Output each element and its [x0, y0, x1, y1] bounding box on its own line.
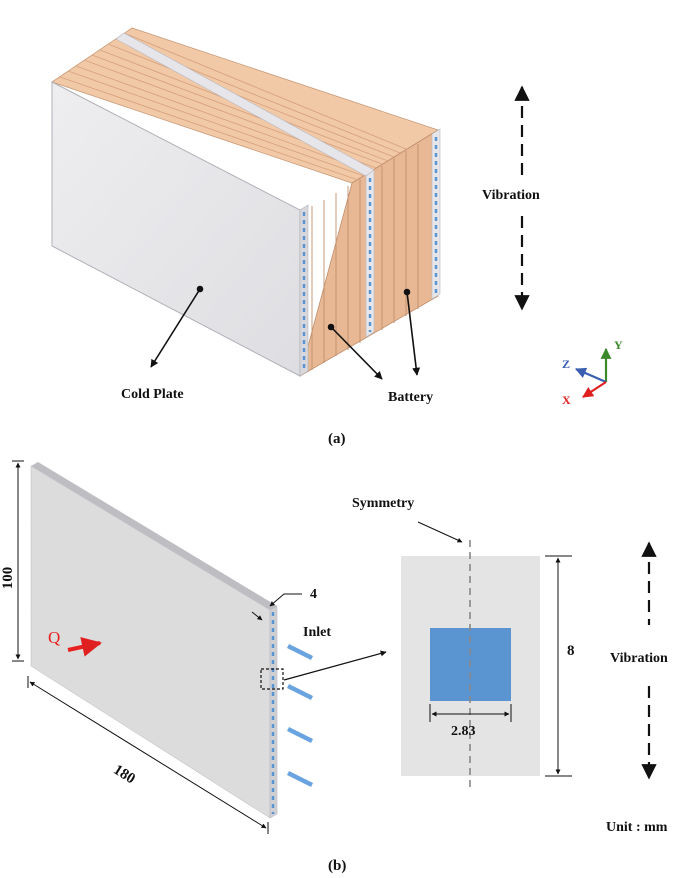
- vibration-label-a: Vibration: [482, 188, 540, 203]
- heat-arrow: [67, 637, 102, 657]
- dimension-height-label: 100: [0, 567, 16, 590]
- plate-top-edge: [31, 462, 277, 610]
- axis-x-label: X: [562, 393, 571, 407]
- inlet-label: Inlet: [303, 625, 331, 640]
- caption-b: (b): [328, 858, 346, 874]
- battery-cell-lines-side: [311, 144, 419, 370]
- panel-a-leaders: [150, 285, 421, 380]
- heat-label: Q: [48, 628, 60, 647]
- coordinate-axes: [574, 347, 612, 398]
- axis-y-label: Y: [614, 338, 623, 352]
- unit-label: Unit : mm: [606, 820, 668, 835]
- detail-box: [260, 668, 284, 690]
- dimension-thickness-label: 4: [310, 587, 317, 602]
- end-cold-plate-side: [431, 128, 441, 300]
- cross-section-dimensions: [417, 521, 572, 777]
- cold-plate-b: [30, 462, 284, 819]
- vibration-label-b: Vibration: [610, 651, 668, 666]
- dimension-lines-b: [12, 460, 302, 834]
- zoom-arrow: [283, 650, 387, 681]
- axis-z-label: Z: [562, 357, 570, 371]
- caption-a: (a): [328, 431, 346, 447]
- dimension-length-label: 180: [110, 762, 138, 787]
- channel-width-label: 2.83: [451, 724, 476, 739]
- battery-label: Battery: [388, 390, 433, 405]
- channel-pitch-label: 8: [567, 643, 575, 659]
- symmetry-label: Symmetry: [352, 496, 414, 511]
- channel-cross-section: [401, 540, 540, 792]
- cold-plate-label: Cold Plate: [121, 387, 184, 402]
- inlet-arrows: [287, 644, 313, 787]
- plate-front-face: [30, 465, 271, 819]
- battery-pack-assembly: [51, 27, 441, 377]
- front-cold-plate-edge: [299, 204, 309, 377]
